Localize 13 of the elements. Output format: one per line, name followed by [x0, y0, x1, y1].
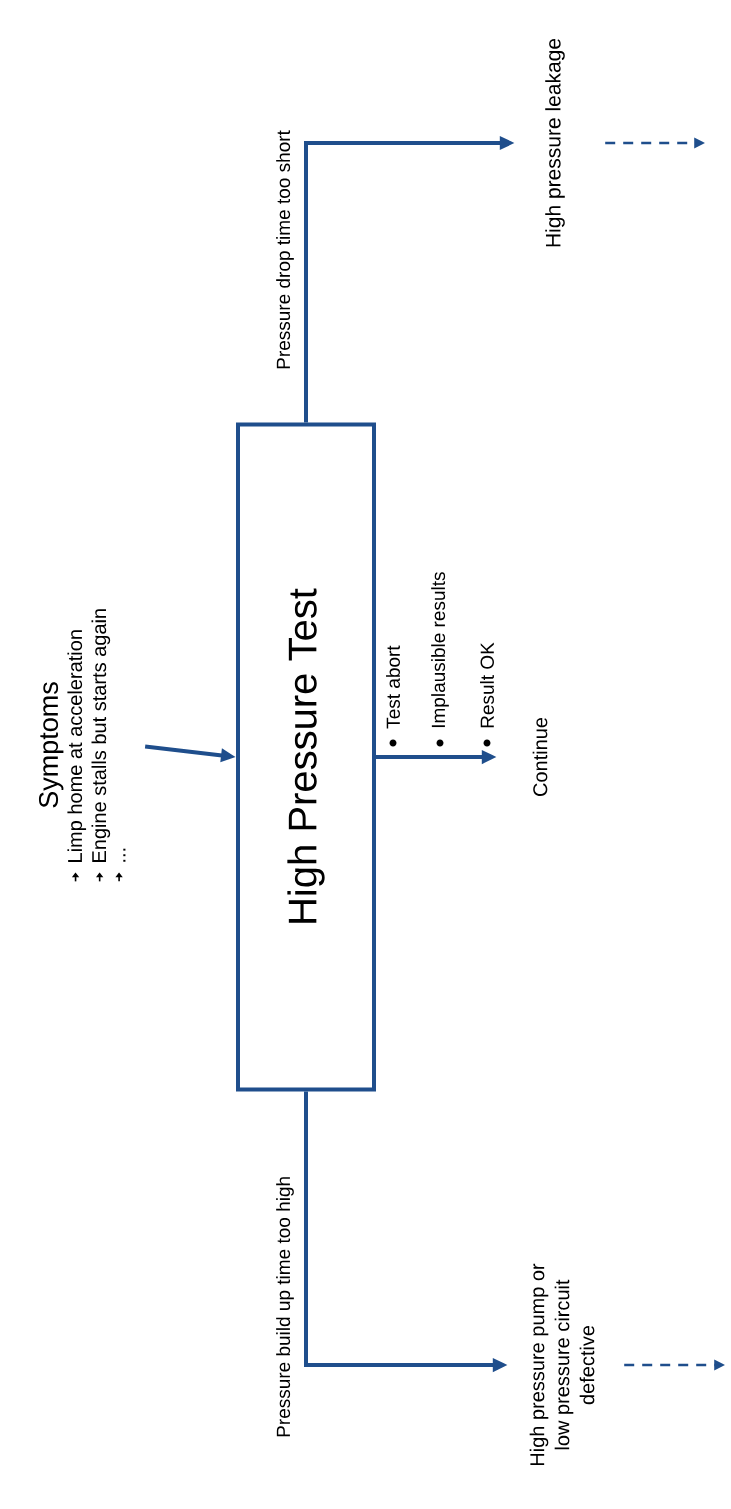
node-label: Limp home at acceleration: [67, 630, 87, 862]
list-item: Implausible results: [431, 572, 449, 728]
symptom-list: Symptoms Limp home at acceleration Engine stalls but starts again ...: [38, 609, 126, 883]
result-text: Continue: [532, 717, 548, 796]
list-item: Result OK: [480, 642, 494, 728]
edge-label: Pressure build up time too high: [274, 1173, 296, 1440]
node-label: Engine stalls but starts again: [91, 609, 111, 862]
node-label: ...: [123, 848, 126, 862]
process-box: High Pressure Test: [236, 422, 376, 1092]
result-text: High pressure pump or low pressure circuit defective: [529, 1263, 595, 1466]
edge-label: Pressure drop time too short: [274, 128, 296, 372]
result-text: High pressure leakage: [545, 38, 565, 247]
node-label: Symptoms: [38, 682, 64, 808]
